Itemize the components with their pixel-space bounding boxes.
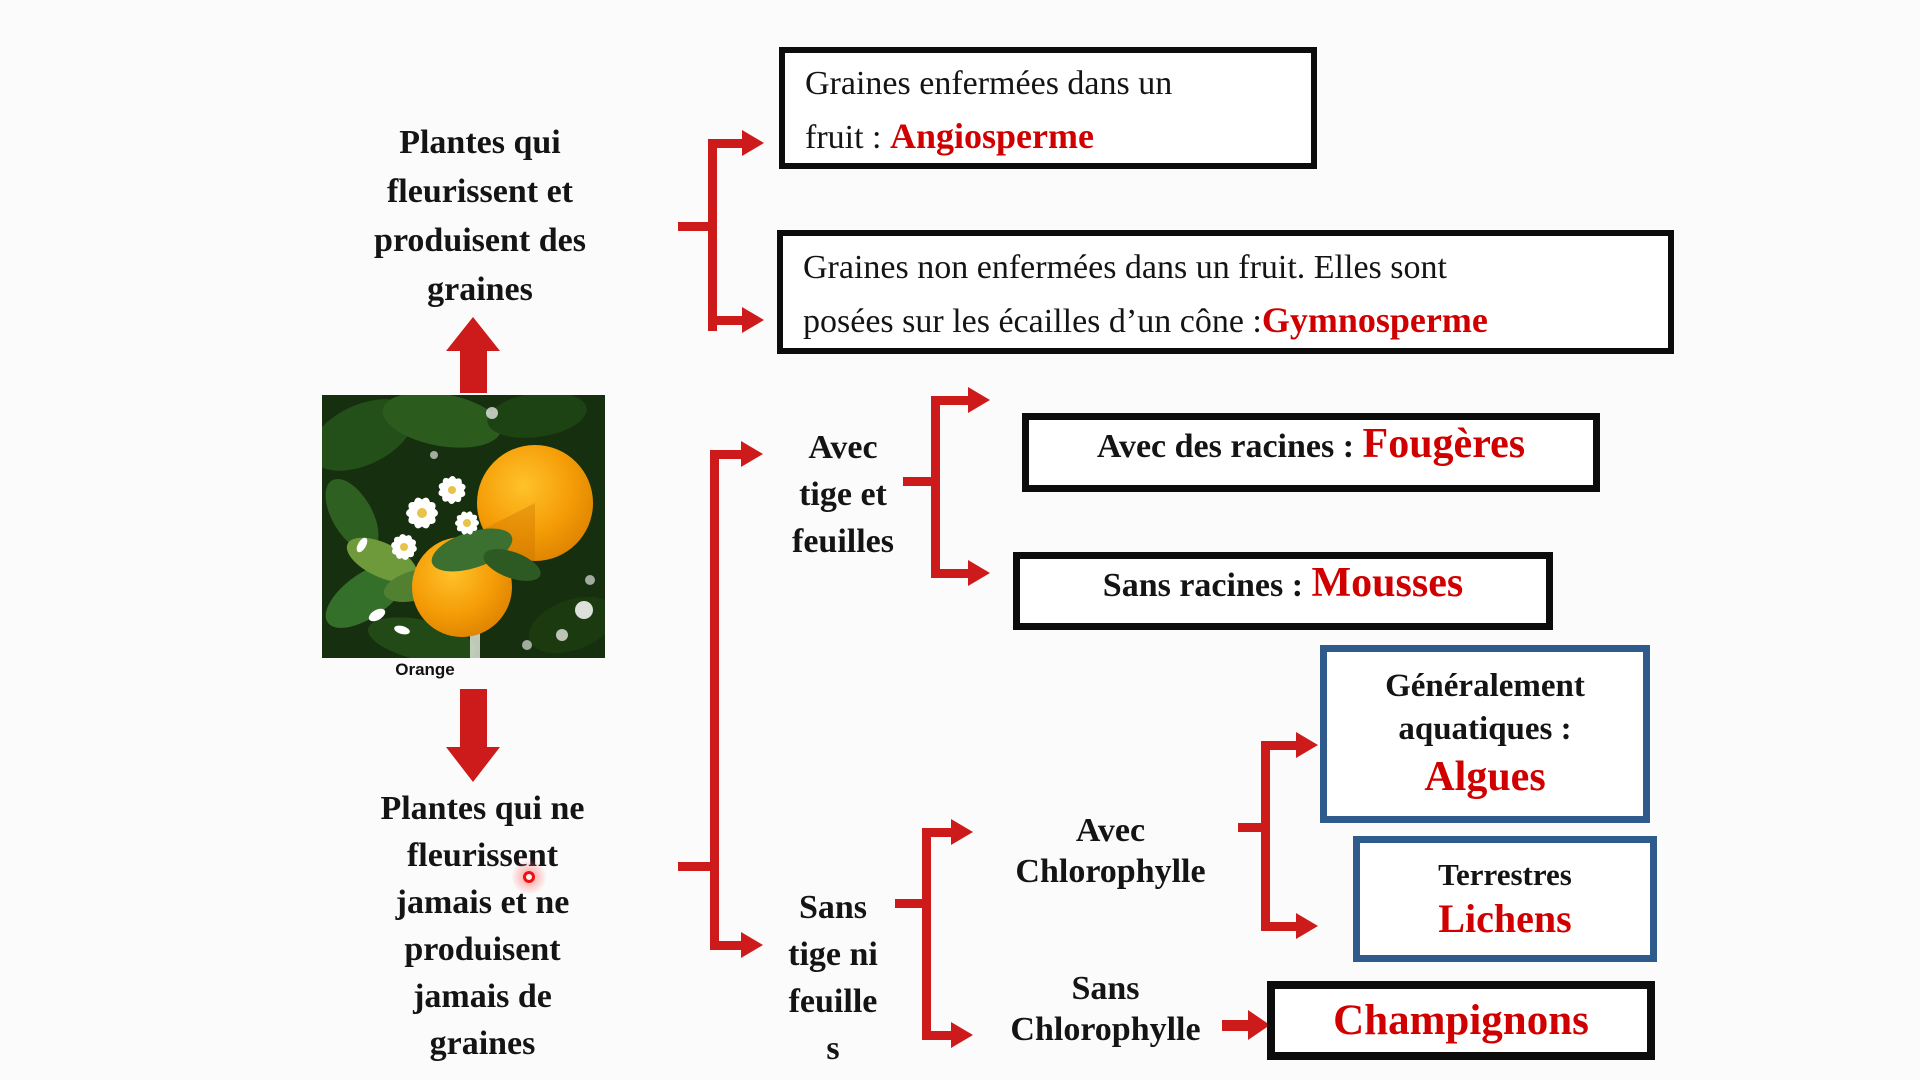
mosses-box: Sans racines : Mousses bbox=[1013, 552, 1553, 630]
label-line: jamais de bbox=[413, 978, 552, 1015]
gymnosperm-box: Graines non enfermées dans un fruit. Ell… bbox=[777, 230, 1674, 354]
angiosperm-box: Graines enfermées dans un fruit : Angios… bbox=[779, 47, 1317, 169]
label-line: tige ni bbox=[788, 936, 878, 973]
up-arrow-head bbox=[446, 317, 500, 351]
lichens-box: Terrestres Lichens bbox=[1353, 836, 1657, 962]
box-text: Avec des racines : bbox=[1096, 428, 1363, 465]
arrow-to-without-chlorophyll bbox=[951, 1022, 973, 1048]
arrow-to-with-stem bbox=[741, 441, 763, 467]
connector-stem bbox=[1222, 1020, 1248, 1031]
mosses-term: Mousses bbox=[1311, 560, 1464, 606]
connector-arm bbox=[1270, 922, 1296, 931]
label-line: Sans bbox=[1071, 970, 1140, 1007]
box-text-line: Terrestres bbox=[1438, 856, 1572, 892]
connector-stub bbox=[1238, 823, 1270, 832]
box-text: fruit : bbox=[805, 119, 890, 156]
connector-vertical bbox=[710, 450, 719, 950]
connector-arm bbox=[717, 316, 742, 325]
arrow-to-fungi bbox=[1248, 1010, 1270, 1040]
connector-vertical bbox=[931, 396, 940, 578]
connector-vertical bbox=[1261, 741, 1270, 931]
without-stem-leaves-label: Sans tige ni feuille s bbox=[758, 884, 908, 1072]
fungi-term: Champignons bbox=[1333, 997, 1589, 1044]
arrow-to-without-stem bbox=[741, 932, 763, 958]
label-line: Sans bbox=[798, 889, 868, 926]
connector-vertical bbox=[708, 139, 717, 331]
lichens-term: Lichens bbox=[1438, 895, 1572, 941]
connector-arm bbox=[931, 1031, 951, 1040]
box-text-line: fruit : Angiosperme bbox=[805, 110, 1311, 164]
arrow-to-algae bbox=[1296, 732, 1318, 758]
box-text: posées sur les écailles d’un cône : bbox=[803, 303, 1262, 340]
connector-arm bbox=[931, 828, 951, 837]
connector-arm bbox=[719, 450, 741, 459]
with-chlorophyll-label: Avec Chlorophylle bbox=[998, 810, 1223, 892]
photo-caption: Orange bbox=[395, 660, 455, 679]
without-chlorophyll-label: Sans Chlorophylle bbox=[993, 968, 1218, 1050]
label-line: jamais et ne bbox=[395, 884, 570, 921]
label-line: Plantes qui bbox=[399, 124, 561, 161]
up-arrow-stem bbox=[460, 349, 487, 393]
label-line: produisent des bbox=[374, 222, 586, 259]
arrow-to-ferns bbox=[968, 387, 990, 413]
box-text-line: Généralement bbox=[1385, 668, 1585, 704]
connector-arm bbox=[940, 569, 968, 578]
box-text-line: Graines non enfermées dans un fruit. Ell… bbox=[803, 249, 1447, 286]
box-text-line: aquatiques : bbox=[1398, 711, 1572, 747]
label-line: produisent bbox=[404, 931, 561, 968]
label-line: graines bbox=[427, 271, 533, 308]
connector-arm bbox=[717, 139, 742, 148]
connector-stub bbox=[678, 862, 710, 871]
ferns-box: Avec des racines : Fougères bbox=[1022, 413, 1600, 492]
connector-arm bbox=[719, 941, 741, 950]
arrow-to-mosses bbox=[968, 560, 990, 586]
algae-box: Généralement aquatiques : Algues bbox=[1320, 645, 1650, 823]
label-line: Avec bbox=[1075, 812, 1146, 849]
label-line: s bbox=[826, 1030, 840, 1067]
down-arrow-head bbox=[446, 747, 500, 782]
orange-tree-photo bbox=[322, 395, 605, 658]
label-line: Chlorophylle bbox=[1015, 853, 1206, 890]
flowering-plants-label: Plantes qui fleurissent et produisent de… bbox=[330, 118, 630, 314]
connector-stub bbox=[678, 222, 717, 231]
gymnosperm-term: Gymnosperme bbox=[1261, 300, 1488, 340]
label-line: Chlorophylle bbox=[1010, 1011, 1201, 1048]
ferns-term: Fougères bbox=[1362, 421, 1526, 467]
with-stem-leaves-label: Avec tige et feuilles bbox=[763, 424, 923, 565]
connector-stub bbox=[903, 477, 940, 486]
arrow-to-lichens bbox=[1296, 913, 1318, 939]
label-line: feuille bbox=[788, 983, 878, 1020]
arrow-to-angiosperm bbox=[742, 130, 764, 156]
box-text: Sans racines : bbox=[1102, 567, 1312, 604]
label-line: fleurissent et bbox=[386, 173, 573, 210]
arrow-to-gymnosperm bbox=[742, 307, 764, 333]
connector-arm bbox=[1270, 741, 1296, 750]
algae-term: Algues bbox=[1424, 754, 1546, 800]
label-line: tige et bbox=[799, 476, 887, 513]
label-line: Avec bbox=[808, 429, 878, 466]
connector-stub bbox=[895, 899, 931, 908]
connector-vertical bbox=[922, 828, 931, 1040]
label-line: fleurissent bbox=[406, 837, 559, 874]
down-arrow-stem bbox=[460, 689, 487, 749]
fungi-box: Champignons bbox=[1267, 981, 1655, 1060]
angiosperm-term: Angiosperme bbox=[889, 116, 1094, 156]
box-text-line: Graines enfermées dans un bbox=[805, 65, 1173, 102]
label-line: graines bbox=[429, 1025, 536, 1062]
arrow-to-with-chlorophyll bbox=[951, 819, 973, 845]
box-text-line: posées sur les écailles d’un cône :Gymno… bbox=[803, 294, 1668, 348]
connector-arm bbox=[940, 396, 968, 405]
label-line: feuilles bbox=[792, 523, 894, 560]
label-line: Plantes qui ne bbox=[380, 790, 585, 827]
non-flowering-plants-label: Plantes qui ne fleurissent jamais et ne … bbox=[325, 785, 640, 1067]
